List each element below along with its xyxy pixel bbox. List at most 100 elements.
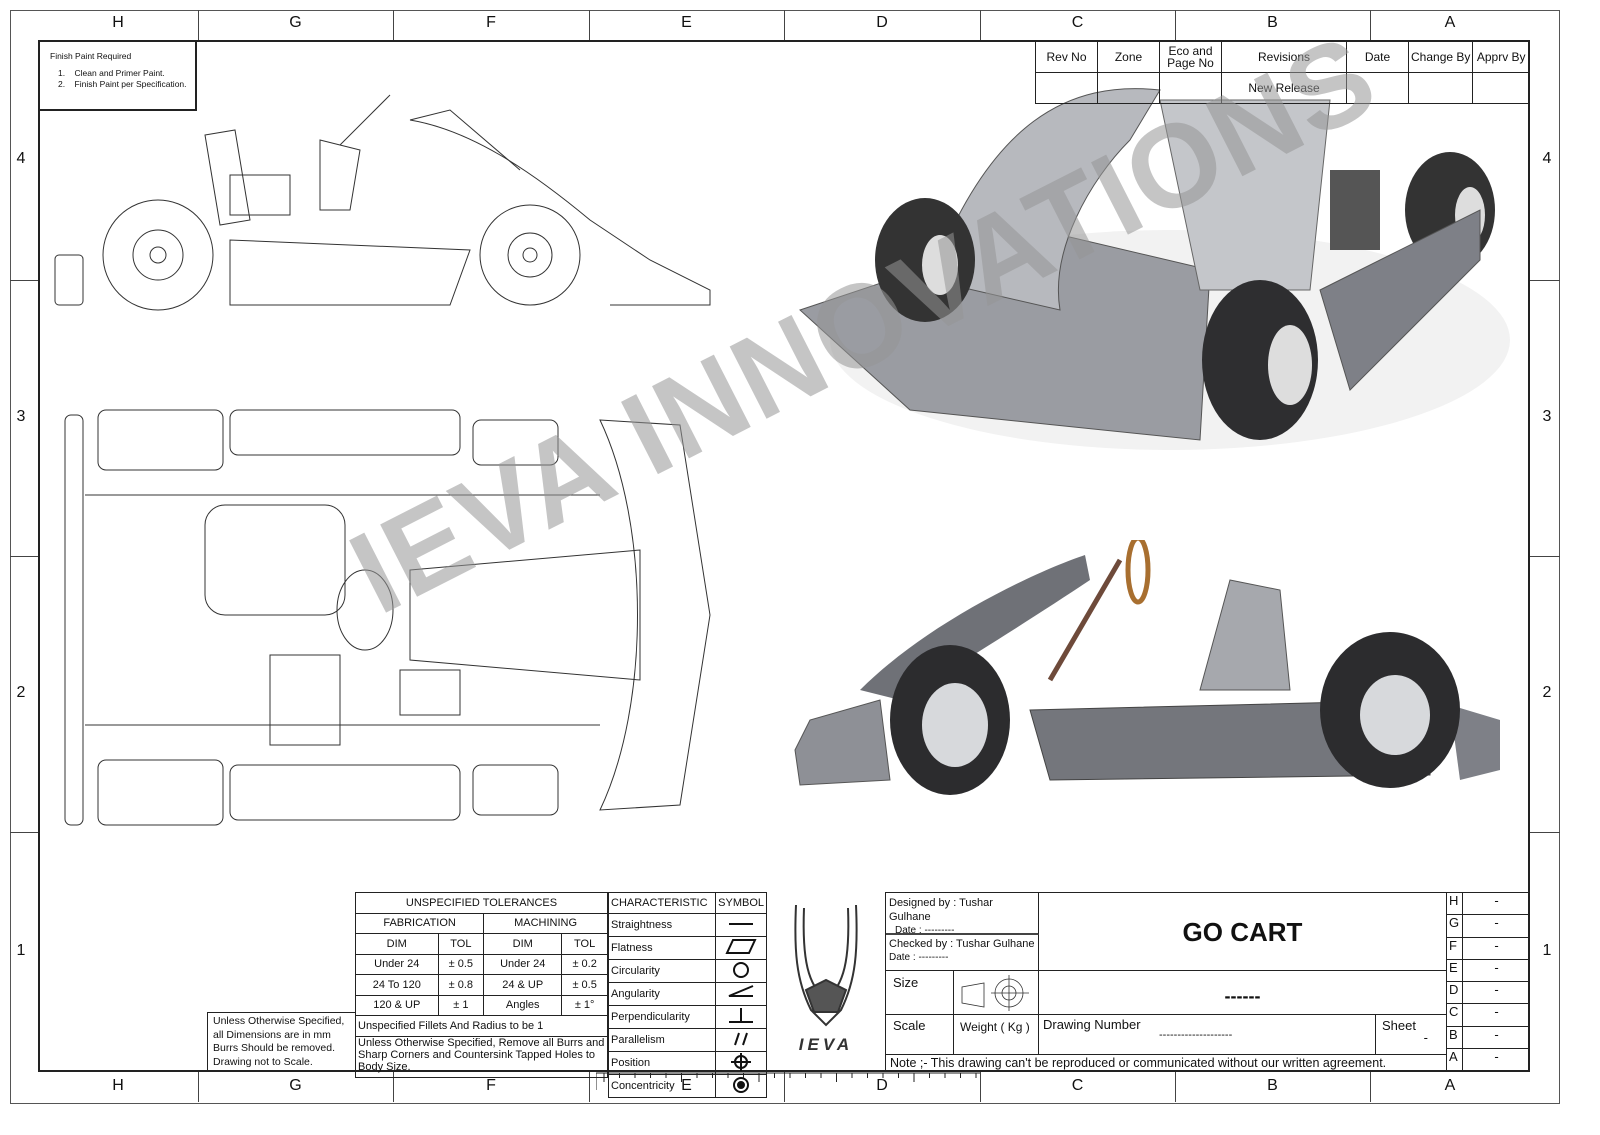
- zone-column-label: G: [289, 14, 302, 31]
- cell: ± 1: [437, 994, 485, 1016]
- zone-divider: [393, 10, 394, 40]
- drawing-border: [38, 40, 1530, 1072]
- zone-divider: [1370, 10, 1371, 40]
- characteristic-name: Circularity: [607, 958, 717, 983]
- angularity-icon: [715, 981, 767, 1006]
- checked-by: Checked by : Tushar Gulhane: [889, 938, 1035, 950]
- characteristic-name: Parallelism: [607, 1027, 717, 1052]
- dim-header: DIM: [483, 933, 563, 955]
- zone-column-label: B: [1267, 14, 1278, 31]
- zone-divider: [1530, 556, 1560, 557]
- position-icon: [715, 1050, 767, 1075]
- engine: [229, 174, 291, 216]
- zone-column-label: A: [1444, 1077, 1456, 1094]
- burrs-note: Unless Otherwise Specified, Remove all B…: [355, 1035, 608, 1078]
- zone-divider: [1530, 832, 1560, 833]
- revision-letter: E: [1447, 959, 1463, 981]
- logo-emblem: [794, 904, 858, 1027]
- cylinder: [319, 139, 361, 211]
- note-item: 2. Finish Paint per Specification.: [58, 79, 187, 89]
- revision-letter-value: -: [1494, 1004, 1499, 1020]
- characteristic-header: CHARACTERISTIC: [607, 892, 717, 914]
- perpendicularity-icon: [715, 1004, 767, 1029]
- revision-letter-row: F-: [1447, 937, 1530, 960]
- seat: [204, 129, 251, 226]
- characteristic-row: Straightness: [607, 912, 767, 937]
- zone-divider: [980, 1072, 981, 1102]
- rear-bumper: [1450, 705, 1500, 780]
- zone-column-label: H: [112, 1077, 124, 1094]
- weight-label: Weight ( Kg ): [954, 1015, 1039, 1054]
- rev-header: Eco and Page No: [1159, 41, 1222, 73]
- nose-body: [794, 699, 891, 786]
- cell: 24 To 120: [355, 974, 439, 996]
- characteristic-row: Angularity: [607, 981, 767, 1006]
- isometric-render: [799, 88, 1510, 450]
- right-side-pod: [229, 764, 461, 821]
- revision-letter: C: [1447, 1004, 1463, 1026]
- front-wheel: [479, 204, 581, 306]
- front-right-tire: [472, 764, 559, 816]
- logo-text: IEVA: [798, 1035, 854, 1054]
- characteristic-row: Perpendicularity: [607, 1004, 767, 1029]
- revision-letter-row: G-: [1447, 915, 1530, 938]
- ieva-logo: IEVA: [770, 900, 882, 1070]
- revision-letter-row: C-: [1447, 1004, 1530, 1027]
- rev-header: Date: [1346, 41, 1409, 73]
- cell: Under 24: [355, 953, 439, 975]
- revision-row: New Release: [1035, 72, 1530, 104]
- radiator: [1330, 170, 1380, 250]
- zone-column-label: F: [486, 1077, 496, 1094]
- zone-row-label: 1: [16, 942, 26, 959]
- general-note: Unless Otherwise Specified, all Dimensio…: [207, 1012, 356, 1072]
- cell: Angles: [483, 994, 563, 1016]
- designed-by: Designed by : Tushar Gulhane: [889, 897, 993, 923]
- rear-wheel: [102, 199, 214, 311]
- characteristic-name: Angularity: [607, 981, 717, 1006]
- characteristic-row: Concentricity: [607, 1073, 767, 1098]
- characteristic-name: Flatness: [607, 935, 717, 960]
- side-view-drawing: [54, 94, 711, 311]
- engine: [269, 654, 341, 746]
- seat: [204, 504, 346, 616]
- zone-row-label: 1: [1542, 942, 1552, 959]
- symbol-header: SYMBOL: [715, 892, 767, 914]
- characteristic-name: Concentricity: [607, 1073, 717, 1098]
- rear-left-tire: [97, 409, 224, 471]
- revision-letter-value: -: [1494, 1026, 1499, 1042]
- parallelism-icon: [715, 1027, 767, 1052]
- radiator: [399, 669, 461, 716]
- zone-column-label: C: [1071, 14, 1084, 31]
- zone-divider: [589, 1072, 590, 1102]
- rear-bumper: [64, 414, 84, 826]
- revision-letter: H: [1447, 893, 1463, 915]
- revision-letter: G: [1447, 915, 1463, 937]
- scale-ruler: [596, 1072, 980, 1090]
- drawing-number-label: Drawing Number: [1043, 1017, 1141, 1032]
- revision-letter-row: E-: [1447, 959, 1530, 982]
- zone-divider: [784, 1072, 785, 1102]
- cell: Under 24: [483, 953, 563, 975]
- revision-letter-value: -: [1494, 937, 1499, 953]
- zone-divider: [980, 10, 981, 40]
- revision-letter: B: [1447, 1026, 1463, 1048]
- revision-text: New Release: [1221, 72, 1347, 104]
- drawing-number: --------------------: [1159, 1029, 1233, 1041]
- revision-letter-row: A-: [1447, 1048, 1530, 1071]
- zone-divider: [784, 10, 785, 40]
- revision-letter-row: D-: [1447, 982, 1530, 1005]
- title-block: Designed by : Tushar Gulhane Date : ----…: [885, 892, 1530, 1072]
- zone-row-label: 3: [16, 408, 26, 425]
- copyright-note: Note ;- This drawing can't be reproduced…: [886, 1054, 1446, 1072]
- zone-row-label: 4: [16, 150, 26, 167]
- characteristic-name: Straightness: [607, 912, 717, 937]
- left-side-pod: [229, 409, 461, 456]
- cell: ± 0.2: [561, 953, 608, 975]
- rev-header: Rev No: [1035, 41, 1098, 73]
- zone-divider: [198, 1072, 199, 1102]
- rev-header: Change By: [1407, 41, 1474, 73]
- zone-divider: [393, 1072, 394, 1102]
- size-label: Size: [886, 971, 954, 1015]
- floor-pan: [409, 549, 641, 681]
